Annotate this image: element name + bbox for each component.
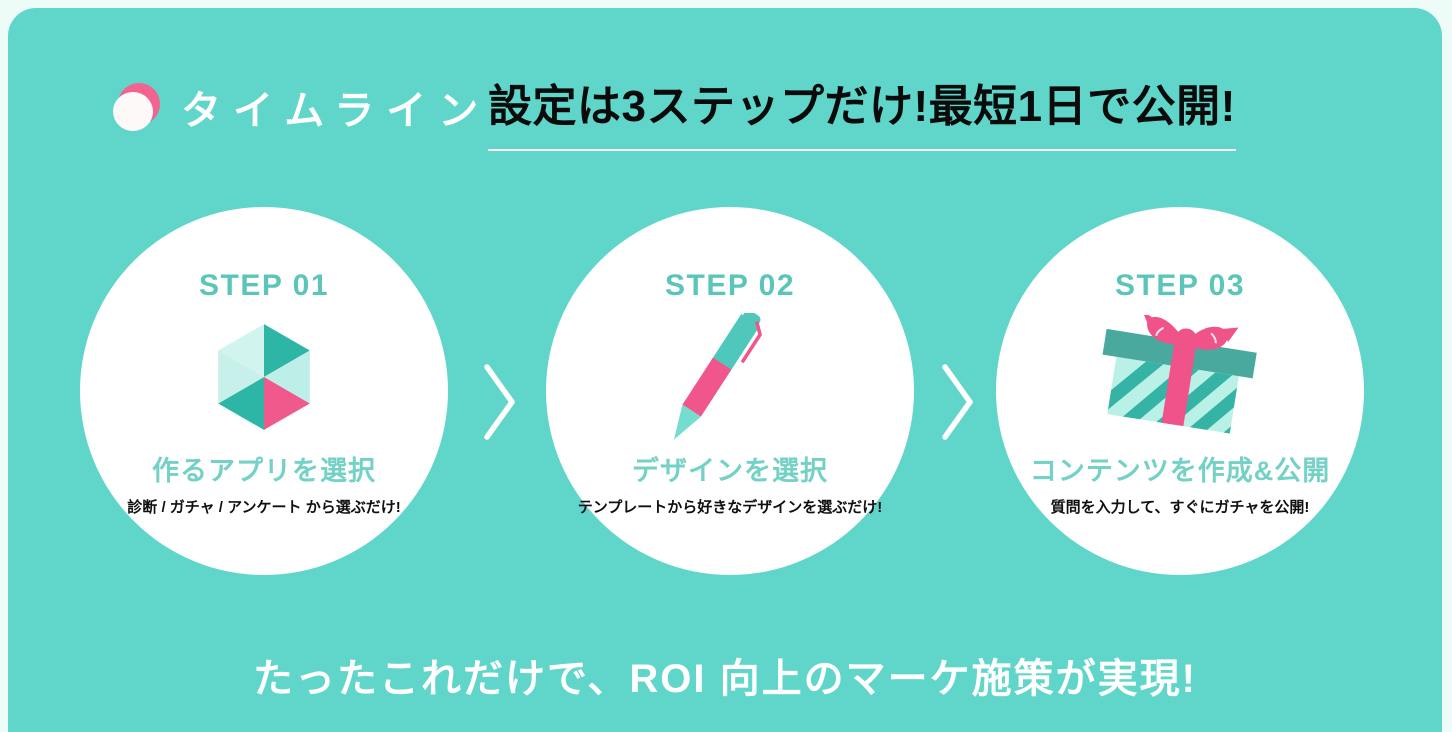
pen-icon bbox=[670, 313, 790, 440]
step-subtitle: 診断 / ガチャ / アンケート から選ぶだけ! bbox=[127, 499, 401, 516]
step-title: 作るアプリを選択 bbox=[152, 456, 376, 486]
footer-tagline: たったこれだけで、ROI 向上のマーケ施策が実現! bbox=[253, 657, 1197, 701]
hexagon-cube-icon bbox=[212, 315, 316, 439]
page-title: 設定は3ステップだけ!最短1日で公開! bbox=[488, 70, 1236, 151]
step-subtitle: テンプレートから好きなデザインを選ぶだけ! bbox=[577, 499, 883, 516]
timeline-section-card: タイムライン 設定は3ステップだけ!最短1日で公開! STEP 01 作るアプリ… bbox=[8, 8, 1442, 732]
step-circle-1: STEP 01 作るアプリを選択 診断 / ガチャ / アンケート から選ぶだけ… bbox=[80, 207, 448, 575]
step-title: コンテンツを作成&公開 bbox=[1029, 456, 1331, 486]
gift-box-icon bbox=[1090, 315, 1270, 439]
step-label: STEP 01 bbox=[198, 269, 330, 302]
step-label: STEP 03 bbox=[1114, 269, 1246, 302]
step-subtitle: 質問を入力して、すぐにガチャを公開! bbox=[1050, 499, 1310, 516]
step-circle-3: STEP 03 bbox=[996, 207, 1364, 575]
section-label: タイムライン bbox=[181, 89, 491, 133]
capsule-white-half bbox=[113, 92, 153, 131]
step-title: デザインを選択 bbox=[632, 456, 828, 486]
section-header: タイムライン bbox=[113, 78, 490, 136]
step-label: STEP 02 bbox=[664, 269, 796, 302]
chevron-right-icon bbox=[480, 360, 520, 444]
pink-white-capsule-icon bbox=[113, 83, 161, 131]
step-circle-2: STEP 02 デザインを選択 テンプレートから好きなデザインを選ぶだけ! bbox=[546, 207, 914, 575]
chevron-right-icon bbox=[938, 360, 978, 444]
